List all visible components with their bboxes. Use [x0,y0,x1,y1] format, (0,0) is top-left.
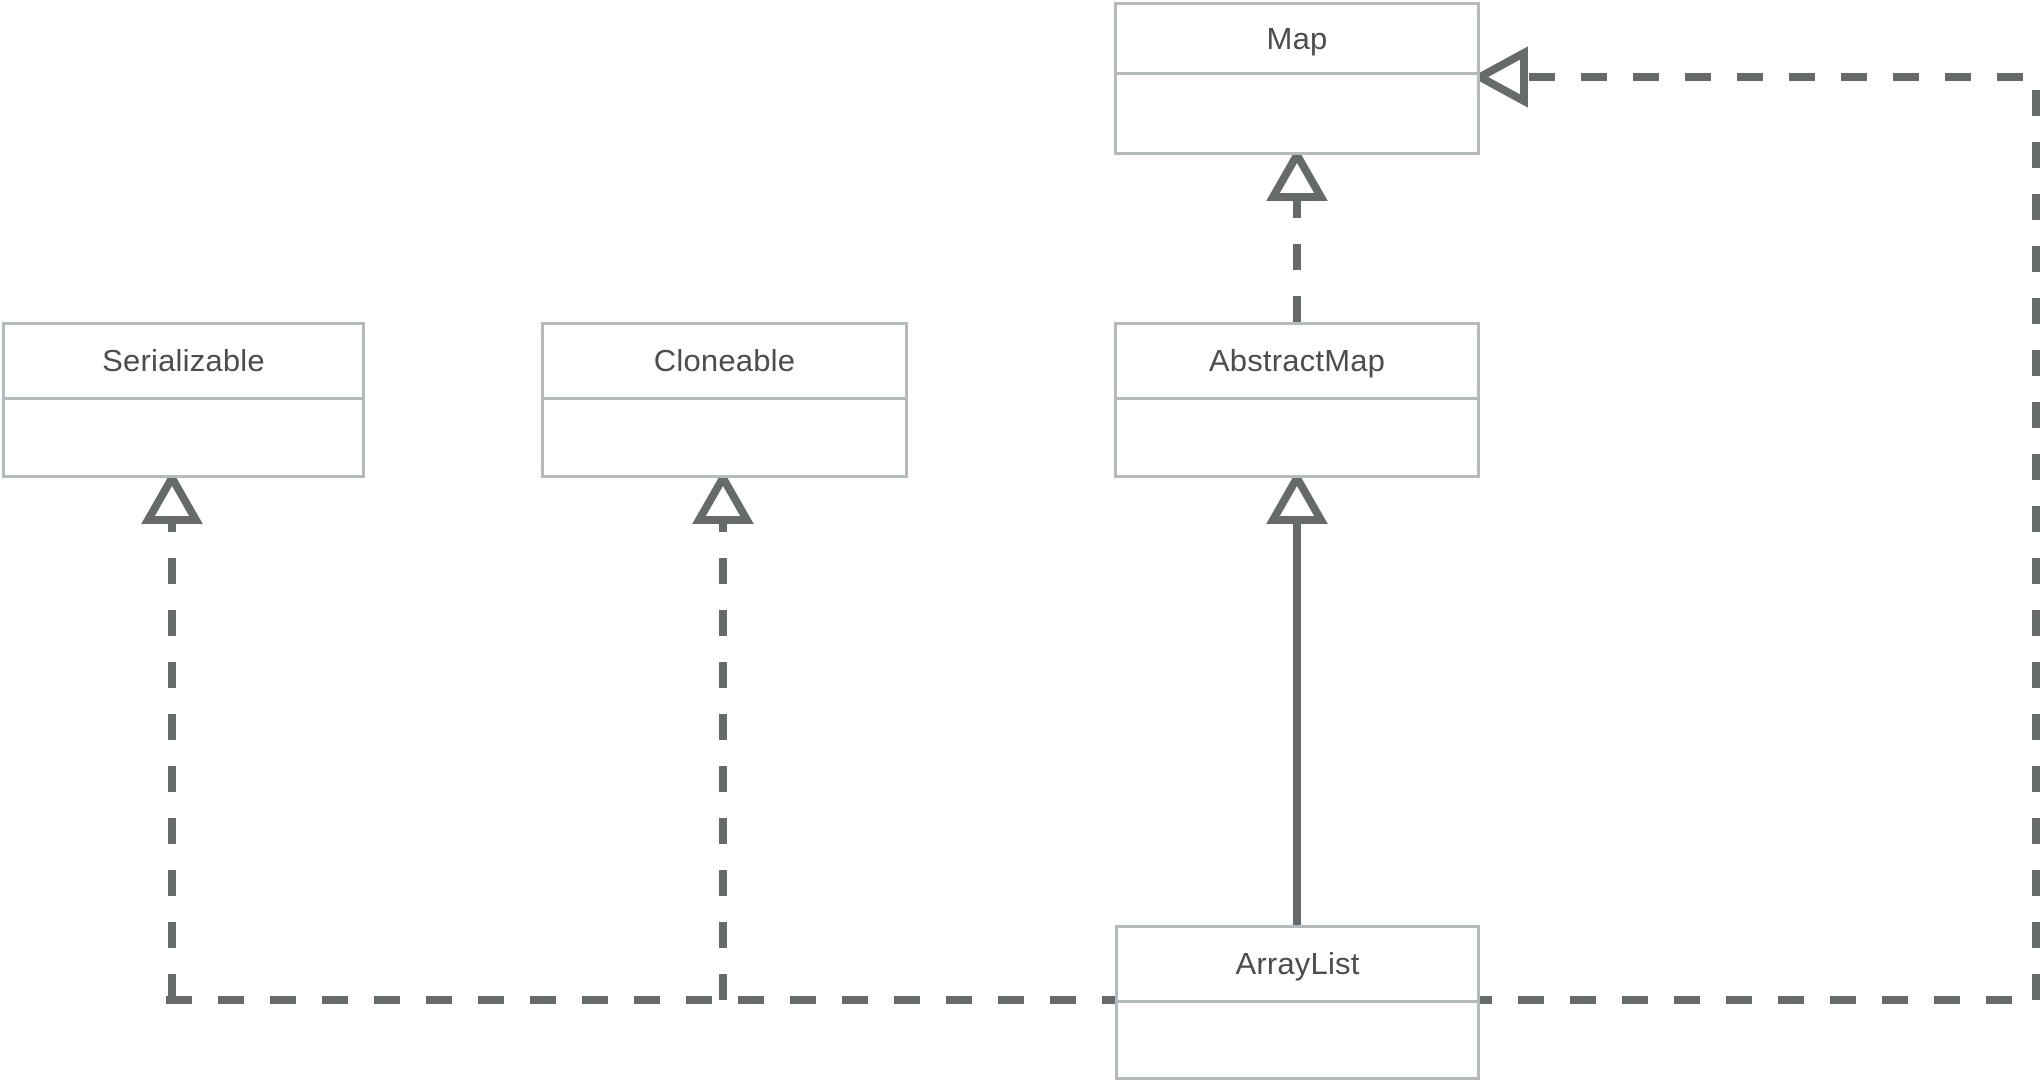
edge-line-map [1522,73,2040,1000]
class-attributes-arraylist [1118,1003,1477,1077]
hollow-triangle-arrowhead-cloneable [692,469,754,524]
class-box-cloneable[interactable]: Cloneable [541,322,908,478]
edge-arraylist-extends-abstractmap[interactable] [1266,469,1328,925]
edge-arraylist-implements-serializable[interactable] [141,469,203,1000]
edge-arraylist-implements-cloneable[interactable] [692,469,754,1000]
class-attributes-cloneable [544,400,905,475]
class-name-arraylist: ArrayList [1118,928,1477,1003]
class-name-map: Map [1117,5,1477,75]
hollow-triangle-arrowhead-serializable [141,469,203,524]
class-box-arraylist[interactable]: ArrayList [1115,925,1480,1080]
class-box-map[interactable]: Map [1114,2,1480,155]
class-box-serializable[interactable]: Serializable [2,322,365,478]
class-name-abstractmap: AbstractMap [1117,325,1477,400]
hollow-triangle-arrowhead-arraylist-abstractmap [1266,469,1328,524]
class-attributes-abstractmap [1117,400,1477,475]
hollow-triangle-arrowhead-abstractmap-map [1266,146,1328,201]
class-box-abstractmap[interactable]: AbstractMap [1114,322,1480,478]
edge-arraylist-implements-map[interactable] [1471,46,2040,1000]
class-attributes-map [1117,75,1477,152]
class-name-cloneable: Cloneable [544,325,905,400]
class-attributes-serializable [5,400,362,475]
class-name-serializable: Serializable [5,325,362,400]
edge-abstractmap-implements-map[interactable] [1266,146,1328,322]
hollow-triangle-arrowhead-map [1471,46,1528,108]
